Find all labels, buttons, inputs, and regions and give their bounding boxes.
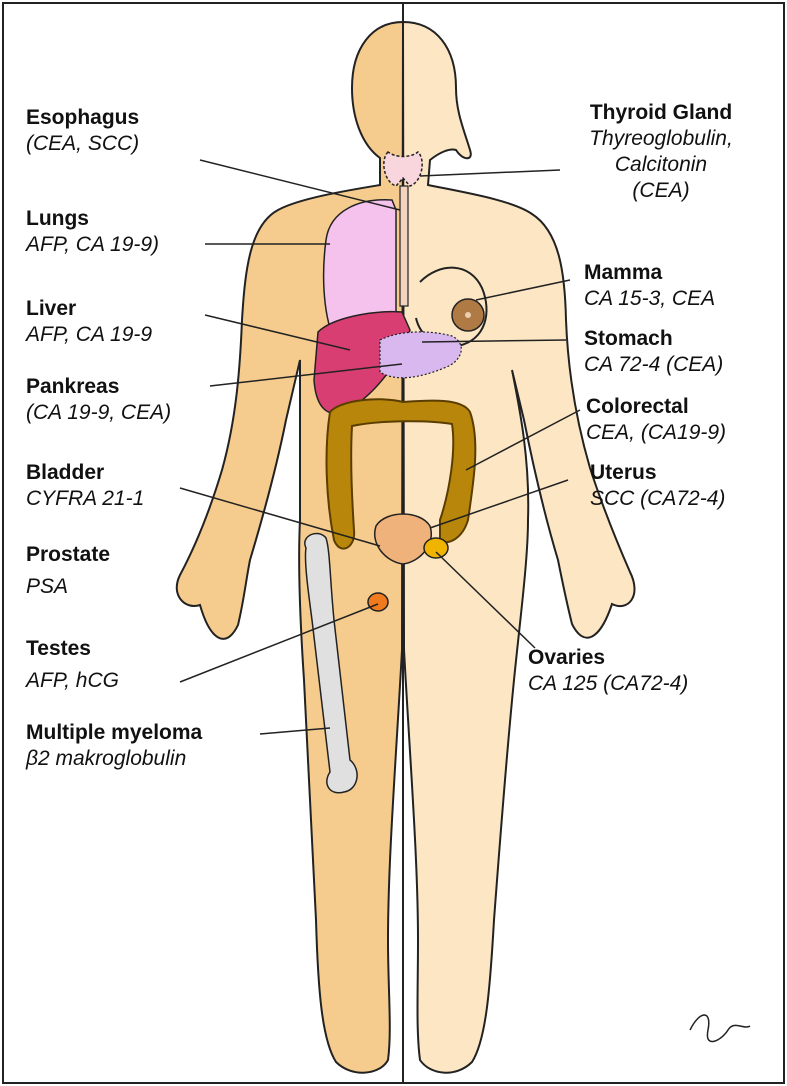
nipple bbox=[465, 312, 471, 318]
male-half bbox=[177, 22, 403, 1073]
label-prostate-name: Prostate bbox=[26, 542, 110, 568]
label-lungs: Lungs AFP, CA 19-9) bbox=[26, 206, 159, 258]
label-liver-name: Liver bbox=[26, 296, 152, 322]
testes-organ bbox=[368, 593, 388, 611]
label-bladder-marker: CYFRA 21-1 bbox=[26, 486, 144, 512]
label-prostate-marker: PSA bbox=[26, 574, 110, 600]
label-bladder-name: Bladder bbox=[26, 460, 144, 486]
label-bladder: Bladder CYFRA 21-1 bbox=[26, 460, 144, 512]
label-lungs-name: Lungs bbox=[26, 206, 159, 232]
label-pankreas-marker: (CA 19-9, CEA) bbox=[26, 400, 171, 426]
label-thyroid-marker-1: Thyreoglobulin, bbox=[556, 126, 766, 152]
label-stomach-name: Stomach bbox=[584, 326, 723, 352]
label-myeloma-name: Multiple myeloma bbox=[26, 720, 202, 746]
label-pankreas-name: Pankreas bbox=[26, 374, 171, 400]
label-thyroid-marker-3: (CEA) bbox=[556, 178, 766, 204]
label-testes: Testes AFP, hCG bbox=[26, 636, 119, 694]
male-body-silhouette bbox=[177, 22, 403, 1073]
label-ovaries-marker: CA 125 (CA72-4) bbox=[528, 671, 688, 697]
label-mamma-marker: CA 15-3, CEA bbox=[584, 286, 715, 312]
label-pankreas: Pankreas (CA 19-9, CEA) bbox=[26, 374, 171, 426]
ovary-organ bbox=[424, 538, 448, 558]
label-thyroid-name: Thyroid Gland bbox=[556, 100, 766, 126]
label-stomach: Stomach CA 72-4 (CEA) bbox=[584, 326, 723, 378]
label-mamma-name: Mamma bbox=[584, 260, 715, 286]
label-colorectal: Colorectal CEA, (CA19-9) bbox=[586, 394, 726, 446]
label-mamma: Mamma CA 15-3, CEA bbox=[584, 260, 715, 312]
leader-thyroid bbox=[420, 170, 560, 176]
label-testes-marker: AFP, hCG bbox=[26, 668, 119, 694]
label-uterus-marker: SCC (CA72-4) bbox=[590, 486, 725, 512]
label-lungs-marker: AFP, CA 19-9) bbox=[26, 232, 159, 258]
label-uterus: Uterus SCC (CA72-4) bbox=[590, 460, 725, 512]
label-prostate: Prostate PSA bbox=[26, 542, 110, 600]
label-liver: Liver AFP, CA 19-9 bbox=[26, 296, 152, 348]
label-thyroid-marker-2: Calcitonin bbox=[556, 152, 766, 178]
label-myeloma-marker: β2 makroglobulin bbox=[26, 746, 202, 772]
label-thyroid: Thyroid Gland Thyreoglobulin, Calcitonin… bbox=[556, 100, 766, 204]
label-myeloma: Multiple myeloma β2 makroglobulin bbox=[26, 720, 202, 772]
label-stomach-marker: CA 72-4 (CEA) bbox=[584, 352, 723, 378]
label-esophagus: Esophagus (CEA, SCC) bbox=[26, 105, 139, 157]
label-esophagus-name: Esophagus bbox=[26, 105, 139, 131]
label-colorectal-marker: CEA, (CA19-9) bbox=[586, 420, 726, 446]
label-uterus-name: Uterus bbox=[590, 460, 725, 486]
esophagus-organ bbox=[400, 186, 408, 306]
label-liver-marker: AFP, CA 19-9 bbox=[26, 322, 152, 348]
label-colorectal-name: Colorectal bbox=[586, 394, 726, 420]
artist-signature bbox=[690, 1015, 750, 1042]
label-testes-name: Testes bbox=[26, 636, 119, 662]
label-ovaries-name: Ovaries bbox=[528, 645, 688, 671]
label-ovaries: Ovaries CA 125 (CA72-4) bbox=[528, 645, 688, 697]
label-esophagus-marker: (CEA, SCC) bbox=[26, 131, 139, 157]
